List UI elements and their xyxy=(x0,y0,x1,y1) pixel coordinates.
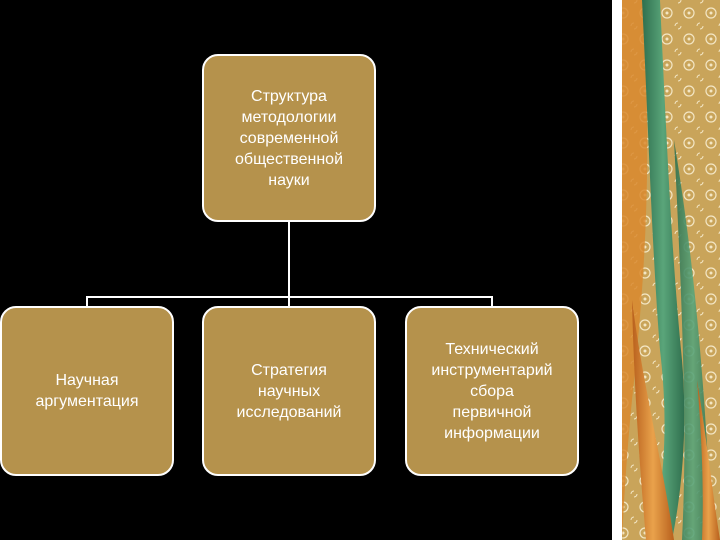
decorative-floral-border xyxy=(612,0,720,540)
child-node-argumentation: Научная аргументация xyxy=(0,306,174,476)
child-node-label: Стратегия научных исследований xyxy=(236,361,342,421)
root-node-label: Структура методологии современной общест… xyxy=(235,87,343,189)
hierarchy-connectors xyxy=(86,222,493,307)
child-node-label: Технический инструментарий сбора первичн… xyxy=(431,340,553,442)
child-node-instruments: Технический инструментарий сбора первичн… xyxy=(405,306,579,476)
root-node: Структура методологии современной общест… xyxy=(202,54,376,222)
child-node-strategy: Стратегия научных исследований xyxy=(202,306,376,476)
child-node-label: Научная аргументация xyxy=(35,372,139,410)
